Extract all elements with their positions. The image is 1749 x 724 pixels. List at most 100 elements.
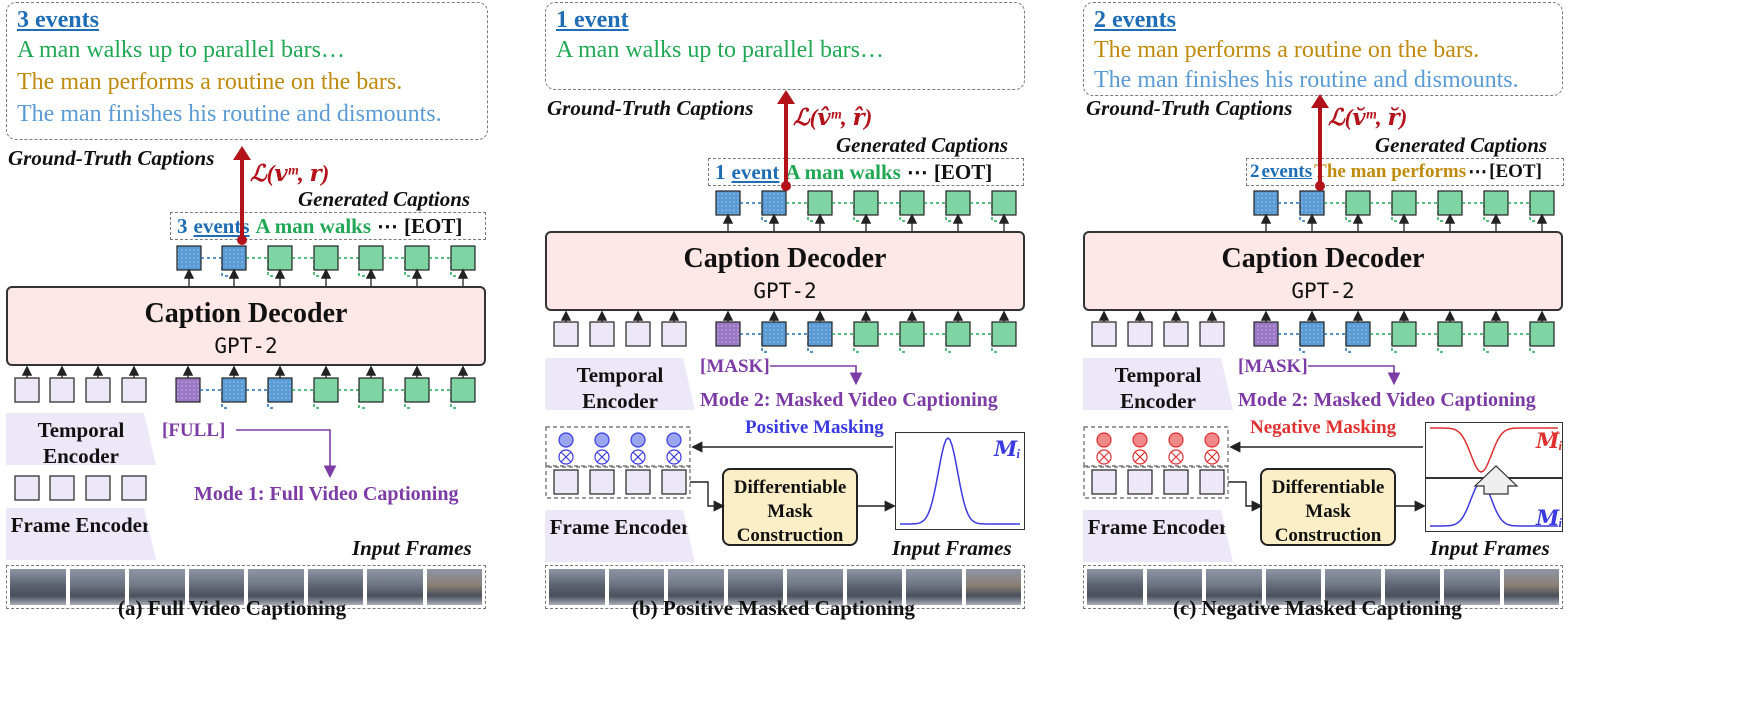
loss-c: ℒ(𝒗̆ᵐ, 𝒓̆) xyxy=(1328,105,1408,130)
frame-feature-a-1 xyxy=(14,475,40,501)
decoder-title-c: Caption Decoder xyxy=(1221,243,1425,274)
mi-neg-label-c: 𝑴̆ᵢ xyxy=(1536,429,1563,453)
mi-label-c: 𝑴ᵢ xyxy=(1536,506,1563,530)
output-token-b-6 xyxy=(945,190,971,216)
caption-decoder-c: Caption Decoder GPT-2 xyxy=(1083,231,1563,311)
input-frame-b-6 xyxy=(846,569,902,605)
output-token-c-2 xyxy=(1299,190,1325,216)
caption-decoder-b: Caption Decoder GPT-2 xyxy=(545,231,1025,311)
mask-dot-b-1 xyxy=(558,432,574,448)
ground-truth-box-b: 1 event A man walks up to parallel bars… xyxy=(545,2,1025,90)
input-frame-a-1 xyxy=(10,569,66,605)
temporal-encoder-c: Temporal Encoder xyxy=(1083,358,1233,410)
output-link-c-4 xyxy=(1416,202,1444,222)
input-frame-b-2 xyxy=(608,569,664,605)
output-token-b-4 xyxy=(853,190,879,216)
output-link-a-1 xyxy=(201,257,228,277)
output-link-a-6 xyxy=(429,257,457,277)
output-link-c-3 xyxy=(1370,202,1398,222)
mask-mode-arrow-c xyxy=(1308,365,1401,386)
token-ellipsis-c: ⋯ xyxy=(1468,161,1488,183)
ground-truth-box-a: 3 events A man walks up to parallel bars… xyxy=(6,2,488,140)
token-eot-c: [EOT] xyxy=(1489,161,1542,182)
frame-encoder-a: Frame Encoder xyxy=(6,508,156,560)
feature-group-box-b xyxy=(545,465,691,499)
input-link-b-9 xyxy=(924,333,952,353)
input-frame-c-8 xyxy=(1503,569,1559,605)
output-token-c-7 xyxy=(1529,190,1555,216)
positive-masking-label: Positive Masking xyxy=(745,417,884,438)
temporal-encoder-a: Temporal Encoder xyxy=(6,413,156,465)
input-token-b-2 xyxy=(589,321,615,347)
input-frame-b-8 xyxy=(965,569,1021,605)
mask-multiply-b-2 xyxy=(594,449,610,465)
mask-tag-c: [MASK] xyxy=(1238,356,1308,377)
token-num-a: 3 xyxy=(177,213,188,238)
frame-feature-a-2 xyxy=(49,475,75,501)
input-frame-a-5 xyxy=(248,569,304,605)
output-link-a-3 xyxy=(292,257,320,277)
input-token-c-11 xyxy=(1529,321,1555,347)
input-link-a-6 xyxy=(246,389,274,409)
caption-c-1: The man performs a routine on the bars. xyxy=(1094,37,1480,63)
input-frames-label-c: Input Frames xyxy=(1430,536,1550,560)
feature-to-dmc-c xyxy=(1228,481,1263,512)
output-link-b-3 xyxy=(832,202,860,222)
input-frame-c-1 xyxy=(1087,569,1143,605)
token-text-a: A man walks xyxy=(255,213,372,238)
frame-feature-b-2 xyxy=(589,469,615,495)
input-frames-label-b: Input Frames xyxy=(892,536,1012,560)
input-frame-c-3 xyxy=(1206,569,1262,605)
mask-multiply-c-2 xyxy=(1132,449,1148,465)
frame-feature-b-1 xyxy=(553,469,579,495)
mask-group-box-b xyxy=(545,426,691,468)
input-token-b-9 xyxy=(899,321,925,347)
output-token-c-4 xyxy=(1391,190,1417,216)
output-link-b-4 xyxy=(878,202,906,222)
generated-tokens-a: 3 events A man walks ⋯ [EOT] xyxy=(170,212,486,240)
generated-tokens-c: 2 events The man performs ⋯ [EOT] xyxy=(1246,158,1564,186)
input-link-a-5 xyxy=(200,389,228,409)
input-frame-a-8 xyxy=(426,569,482,605)
input-link-b-10 xyxy=(970,333,998,353)
frame-feature-a-3 xyxy=(85,475,111,501)
input-token-b-6 xyxy=(761,321,787,347)
token-num-b: 1 xyxy=(715,159,726,184)
decoder-title-a: Caption Decoder xyxy=(144,298,348,329)
input-link-c-6 xyxy=(1324,333,1352,353)
input-token-b-10 xyxy=(945,321,971,347)
subcaption-c: (c) Negative Masked Captioning xyxy=(1173,596,1462,620)
frame-encoder-c: Frame Encoder xyxy=(1083,510,1233,562)
input-token-c-2 xyxy=(1127,321,1153,347)
input-token-a-4 xyxy=(121,377,147,403)
input-token-c-6 xyxy=(1299,321,1325,347)
caption-a-2: The man performs a routine on the bars. xyxy=(17,69,403,95)
input-token-c-1 xyxy=(1091,321,1117,347)
subcaption-a: (a) Full Video Captioning xyxy=(118,596,347,620)
token-num-c: 2 xyxy=(1250,161,1260,182)
output-token-a-2 xyxy=(221,245,247,271)
frame-feature-c-2 xyxy=(1127,469,1153,495)
output-link-c-5 xyxy=(1462,202,1490,222)
input-frame-a-2 xyxy=(69,569,125,605)
mask-multiply-c-1 xyxy=(1096,449,1112,465)
input-token-c-8 xyxy=(1391,321,1417,347)
input-token-c-4 xyxy=(1199,321,1225,347)
generated-tokens-b: 1 event A man walks ⋯ [EOT] xyxy=(708,158,1024,186)
input-token-a-6 xyxy=(221,377,247,403)
frame-feature-c-3 xyxy=(1163,469,1189,495)
mask-dot-c-3 xyxy=(1168,432,1184,448)
input-token-a-2 xyxy=(49,377,75,403)
input-link-a-10 xyxy=(429,389,457,409)
input-link-b-7 xyxy=(832,333,860,353)
input-link-a-7 xyxy=(292,389,320,409)
output-token-a-7 xyxy=(450,245,476,271)
loss-a: ℒ(𝒗ᵐ, 𝒓) xyxy=(250,161,330,186)
ground-truth-box-c: 2 events The man performs a routine on t… xyxy=(1083,2,1563,96)
caption-b-1: A man walks up to parallel bars… xyxy=(556,37,884,63)
mask-multiply-b-1 xyxy=(558,449,574,465)
input-frames-strip-c xyxy=(1083,565,1563,609)
mask-multiply-b-3 xyxy=(630,449,646,465)
mask-multiply-b-4 xyxy=(666,449,682,465)
